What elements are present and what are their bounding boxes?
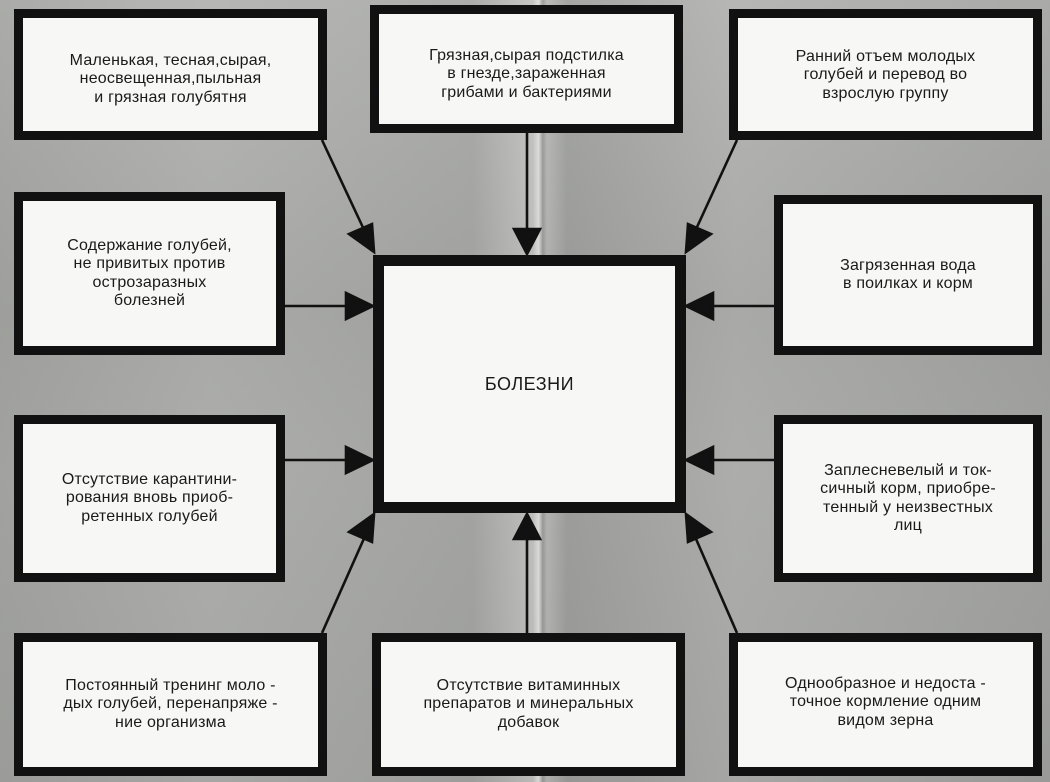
cause-text-bottom-center: Отсутствие витаминных препаратов и минер… [423,677,634,731]
arrowhead-top-center [511,227,543,257]
cause-box-bottom-right: Однообразное и недоста - точное кормлени… [729,633,1042,776]
arrowhead-top-left [346,222,376,255]
cause-box-mid-right-1: Загрязенная вода в поилках и корм [774,195,1042,355]
cause-box-mid-left-1: Содержание голубей, не привитых против о… [14,192,285,355]
cause-text-mid-left-1: Содержание голубей, не привитых против о… [67,236,232,309]
cause-box-top-right: Ранний отъем молодых голубей и перевод в… [729,9,1042,140]
center-box: БОЛЕЗНИ [373,255,686,513]
cause-text-mid-right-1: Загрязенная вода в поилках и корм [840,256,976,292]
arrowhead-mid-right-1 [683,290,715,322]
cause-box-mid-right-2: Заплесневелый и ток- сичный корм, приобр… [774,415,1042,582]
arrowhead-bottom-right [684,511,714,544]
cause-text-top-center: Грязная,сырая подстилка в гнезде,заражен… [429,47,624,101]
arrowhead-mid-right-2 [683,444,715,476]
cause-box-bottom-center: Отсутствие витаминных препаратов и минер… [372,633,685,776]
cause-text-top-right: Ранний отъем молодых голубей и перевод в… [795,48,976,102]
cause-text-bottom-right: Однообразное и недоста - точное кормлени… [785,675,986,729]
arrowhead-mid-left-2 [344,444,376,476]
arrowhead-bottom-center [511,511,543,541]
center-label: БОЛЕЗНИ [484,373,575,394]
cause-box-bottom-left: Постоянный тренинг моло - дых голубей, п… [14,633,327,776]
arrowhead-mid-left-1 [344,290,376,322]
cause-text-top-left: Маленькая, тесная,сырая, неосвещенная,пы… [69,52,272,106]
cause-text-bottom-left: Постоянный тренинг моло - дых голубей, п… [63,676,278,731]
arrowhead-top-right [684,222,714,255]
cause-box-top-left: Маленькая, тесная,сырая, неосвещенная,пы… [14,9,327,140]
cause-text-mid-left-2: Отсутствие карантини- рования вновь прио… [61,470,238,525]
cause-box-mid-left-2: Отсутствие карантини- рования вновь прио… [14,415,285,582]
cause-text-mid-right-2: Заплесневелый и ток- сичный корм, приобр… [820,461,996,534]
cause-box-top-center: Грязная,сырая подстилка в гнезде,заражен… [370,5,683,133]
arrowhead-bottom-left [346,511,376,544]
